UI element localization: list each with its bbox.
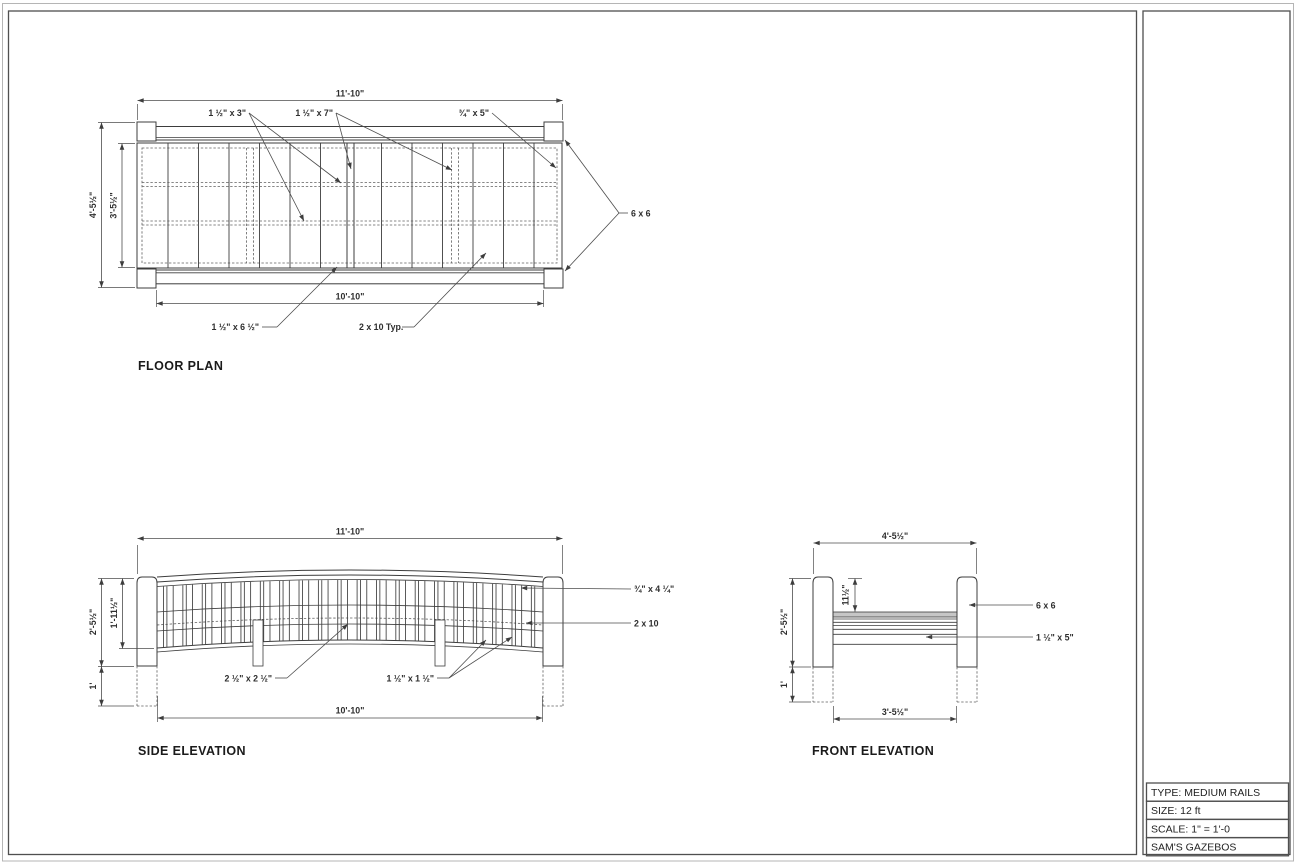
title-block-size: SIZE: 12 ft xyxy=(1151,805,1201,817)
dim-inner-depth: 3'-5½" xyxy=(109,192,119,218)
label-deck-board: ¾" x 5" xyxy=(459,108,489,118)
dim-inner-width: 10'-10" xyxy=(336,706,365,716)
dim-overall-depth: 4'-5½" xyxy=(88,192,98,218)
label-rim-joist: 1 ½" x 6 ½" xyxy=(212,322,259,332)
dim-overall-width: 11'-10" xyxy=(336,89,364,99)
bottom-rail xyxy=(155,269,545,285)
stringer-bottom-curve xyxy=(156,639,544,649)
dim-inner-width: 10'-10" xyxy=(336,292,365,302)
label-cap: ¾" x 4 ¼" xyxy=(634,584,674,594)
side-elevation-title: SIDE ELEVATION xyxy=(138,744,246,758)
top-rail xyxy=(155,126,545,141)
post xyxy=(543,268,564,289)
title-block-row xyxy=(1145,836,1290,857)
deck-edge-curve xyxy=(156,623,544,632)
deck-outline xyxy=(136,142,563,269)
support-leg xyxy=(252,619,264,667)
side-panel-border xyxy=(1142,10,1291,856)
deck-hidden-frame xyxy=(141,147,558,264)
dim-post-burial: 1' xyxy=(88,683,98,690)
post xyxy=(812,576,834,668)
support-leg xyxy=(434,619,446,667)
label-plank: 1 ½" x 7" xyxy=(295,108,333,118)
post xyxy=(136,268,157,289)
dim-post-burial: 1' xyxy=(779,681,789,688)
drawing-area-border xyxy=(7,10,1138,856)
handrail-cap-bottom xyxy=(156,574,544,583)
front-elevation-title: FRONT ELEVATION xyxy=(812,744,934,758)
mid-rail-curve xyxy=(156,604,544,613)
dim-rail-drop: 11½" xyxy=(841,585,851,606)
handrail-cap-top xyxy=(156,569,544,578)
stringer-bottom-curve2 xyxy=(156,643,544,653)
title-block: TYPE: MEDIUM RAILS SIZE: 12 ft SCALE: 1"… xyxy=(1145,782,1290,857)
post xyxy=(136,576,158,667)
balusters xyxy=(163,580,536,648)
title-block-type: TYPE: MEDIUM RAILS xyxy=(1151,787,1260,799)
label-leg: 2 ½" x 2 ½" xyxy=(225,674,272,684)
floor-plan-title: FLOOR PLAN xyxy=(138,359,223,373)
label-post-size: 6 x 6 xyxy=(631,209,651,219)
front-elevation-view: 4'-5½" 11½" 2'-5½" 1' 3'-5½" 6 x 6 1 ½" … xyxy=(779,531,1074,758)
floor-plan-view: 11'-10" 10'-10" 4'-5½" 3'-5½" 1 ½" x 3" … xyxy=(88,89,651,374)
side-elevation-view: 11'-10" 10'-10" 2'-5½" 1'-11½" 1' ¾" x 4… xyxy=(88,527,674,759)
dim-inner-width: 3'-5½" xyxy=(882,707,908,717)
post xyxy=(956,576,978,668)
dim-height-overall: 2'-5½" xyxy=(779,609,789,635)
label-rail: 1 ½" x 5" xyxy=(1036,633,1074,643)
dim-height-overall: 2'-5½" xyxy=(88,609,98,635)
label-post-size: 6 x 6 xyxy=(1036,601,1056,611)
post xyxy=(542,576,564,667)
deck-surface-hidden xyxy=(156,617,544,626)
handrail-underline xyxy=(156,579,544,587)
rail-cap-shaded xyxy=(832,611,958,618)
post xyxy=(136,121,157,142)
post xyxy=(543,121,564,142)
label-baluster: 1 ½" x 1 ½" xyxy=(387,674,434,684)
dim-overall-width: 11'-10" xyxy=(336,527,364,537)
dim-height-rail: 1'-11½" xyxy=(109,598,119,629)
label-joist: 2 x 10 Typ. xyxy=(359,322,403,332)
title-block-company: SAM'S GAZEBOS xyxy=(1151,842,1236,854)
label-stringer: 2 x 10 xyxy=(634,619,659,629)
label-rail-cap: 1 ½" x 3" xyxy=(208,108,246,118)
deck-boards xyxy=(167,143,535,268)
title-block-scale: SCALE: 1" = 1'-0 xyxy=(1151,823,1230,835)
page-border xyxy=(2,3,1294,862)
dim-overall-width: 4'-5½" xyxy=(882,531,908,541)
